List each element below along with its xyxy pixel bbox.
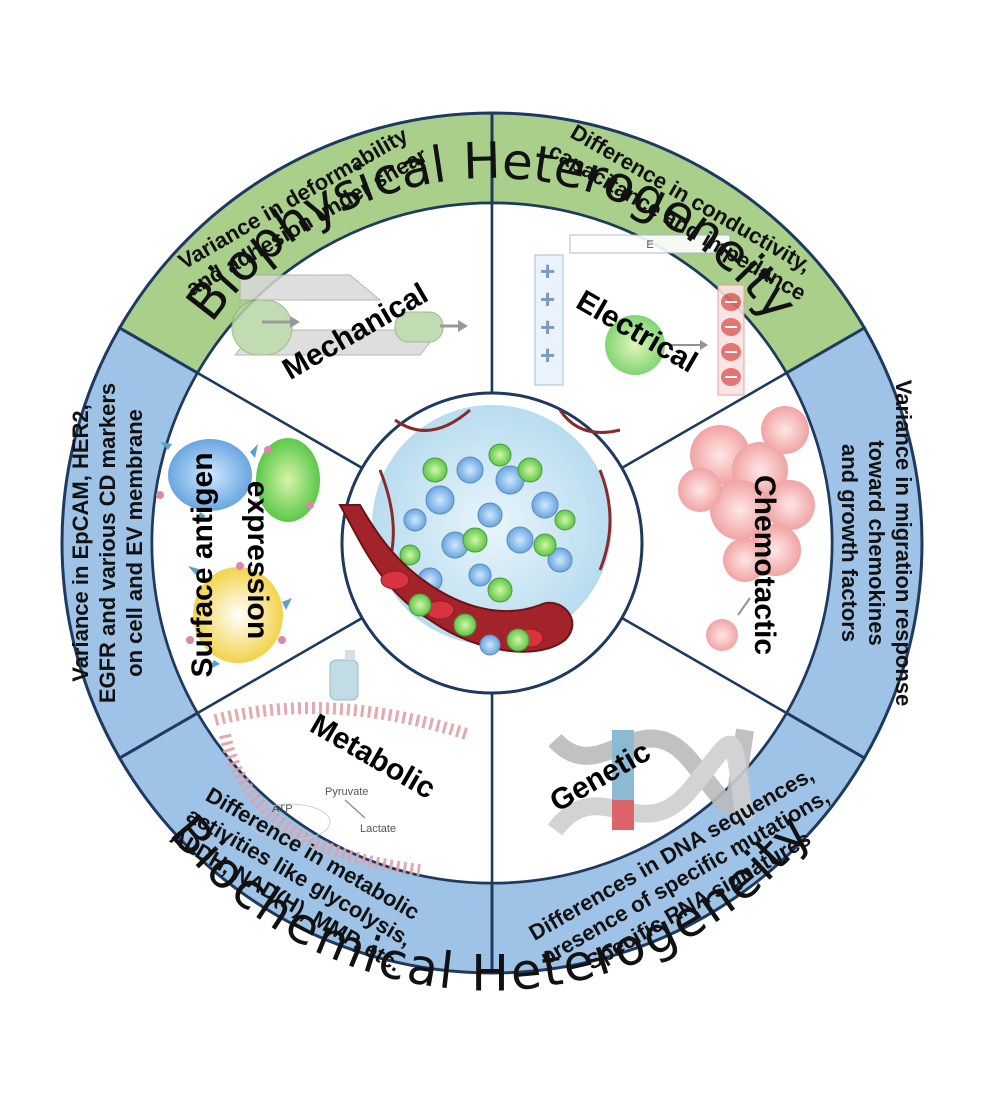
mechanical-illustration <box>231 274 468 356</box>
lactate-label: Lactate <box>360 823 396 835</box>
surface-desc-line: on cell and EV membrane <box>122 409 147 677</box>
svg-text:+: + <box>540 256 555 286</box>
chemotactic-desc-line: Variance in migration response <box>891 380 916 706</box>
electrical-illustration: E ++++ <box>534 234 745 396</box>
chemotactic-label: Chemotactic <box>748 475 781 655</box>
svg-text:+: + <box>540 284 555 314</box>
metabolic-illustration: Pyruvate Lactate ATP <box>213 650 472 876</box>
expression-label: expression <box>241 481 274 639</box>
tumor-microenvironment-illustration <box>338 391 644 695</box>
chemotactic-desc-line: and growth factors <box>837 444 862 642</box>
svg-text:+: + <box>540 340 555 370</box>
surface-antigen-illustration <box>156 438 320 670</box>
chemotactic-desc: Variance in migration responsetoward che… <box>837 380 916 706</box>
chemotactic-desc-line: toward chemokines <box>864 440 889 645</box>
pyruvate-label: Pyruvate <box>325 786 368 798</box>
genetic-illustration <box>547 728 754 836</box>
surface-desc-line: EGFR and various CD markers <box>95 383 120 703</box>
surface-desc: Variance in EpCAM, HER2,EGFR and various… <box>68 383 147 703</box>
chemotactic-illustration <box>678 406 815 651</box>
svg-text:+: + <box>540 312 555 342</box>
atp-label: ATP <box>272 803 293 815</box>
field-label: E <box>646 239 653 251</box>
surface-desc-line: Variance in EpCAM, HER2, <box>68 404 93 682</box>
surface-antigen-label: Surface antigen <box>186 452 219 677</box>
